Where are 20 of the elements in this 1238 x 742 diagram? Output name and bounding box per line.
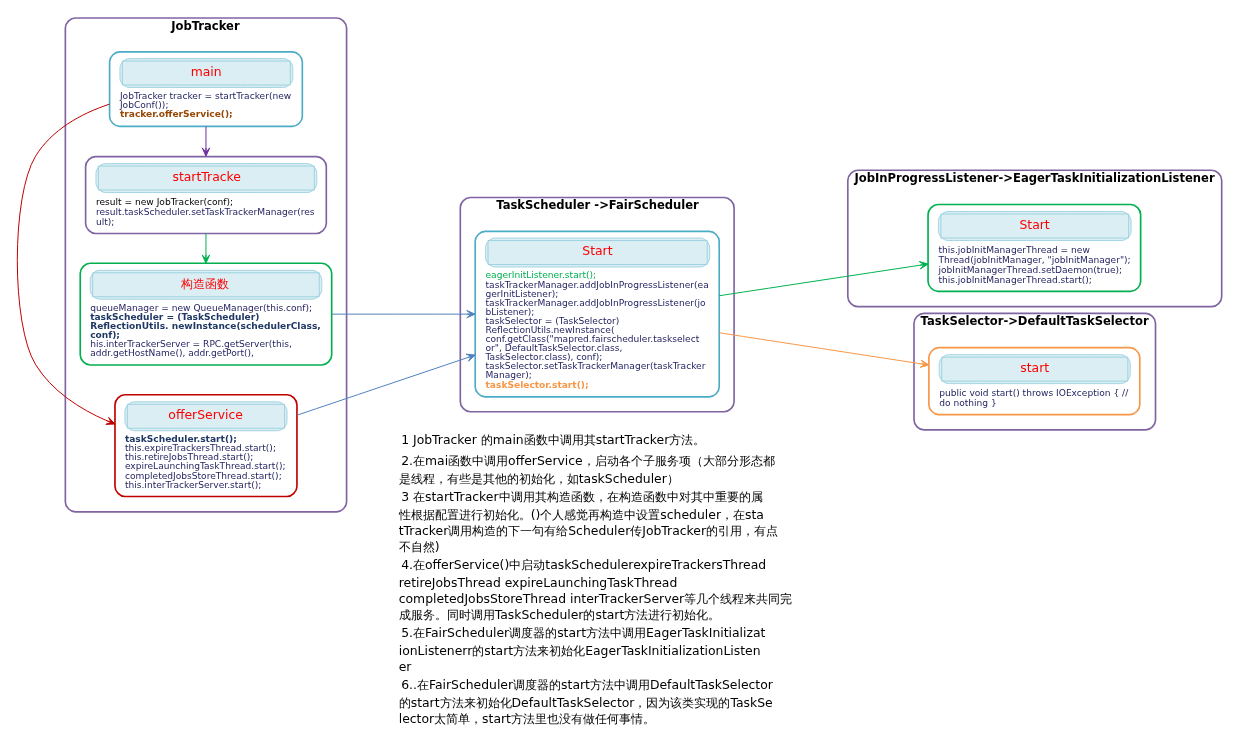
arrow (16, 103, 115, 425)
arrow (718, 261, 928, 297)
node-box: Start eagerInitListener.start(); taskTrackerManager.addJobInProgressListener(eagerInitListener); taskTrackerManager.addJobInProgressListener(jobListener); taskSelector = (TaskSelector) ReflectionUtils.newInstance( conf.getClass("mapred.fairscheduler.taskselector", DefaultTaskSelector.class, TaskSelector.class), conf); taskSelector.setTaskTrackerManager(taskTrackerManager); taskSelector.start(); (473, 230, 720, 398)
arrow (718, 332, 929, 368)
node-box: 构造函数 queueManager = new QueueManager(this.conf); taskScheduler = (TaskScheduler) ReflectionUtils. newInstance(schedulerClass, conf); his.interTrackerServer = RPC.getServer(this, addr.getHostName(), addr.getPort(), (78, 262, 332, 366)
label: 3 在startTracker中调用其构造函数，在构造函数中对其中重要的属性根据配置进行初始化。()个人感觉再构造中设置scheduler，在statTracker调用构造的下一句有给Scheduler传JobTracker的引用，有点不自然) (398, 489, 778, 554)
label: 2.在mai函数中调用offerService，启动各个子服务项（大部分形态都是线程，有些是其他的初始化，如taskScheduler） (398, 452, 775, 486)
label: 1 JobTracker 的main函数中调用其startTracker方法。 (400, 432, 705, 447)
node-box: Start this.jobInitManagerThread = new Thread(jobInitManager, "jobInitManager"); jobInitManagerThread.setDaemon(true); this.jobInitManagerThread.start(); (926, 203, 1141, 293)
arrow (201, 233, 210, 264)
node-box: main JobTracker tracker = startTracker(new JobConf()); tracker.offerService(); (108, 51, 303, 128)
arrow (296, 353, 476, 416)
label: 6..在FairScheduler调度器的start方法中调用DefaultTaskSelector的start方法来初始化DefaultTaskSelector，因为该类实现的TaskSelector太简单，start方法里也没有做任何事情。 (398, 676, 773, 726)
arrow (201, 126, 210, 157)
label: 4.在offerService()中启动taskSchedulerexpireTrackersThread retireJobsThread expireLaunchingTaskThread completedJobsStoreThread interTrackerServer等几个线程来共同完成服务。同时调用TaskScheduler的start方法进行初始化。 (398, 556, 792, 622)
arrow (330, 309, 475, 319)
node-box: startTracke result = new JobTracker(conf); result.taskScheduler.setTaskTrackerManager(result); (84, 155, 327, 235)
label: 5.在FairScheduler调度器的start方法中调用EagerTaskInitializationListenerr的start方法来初始化EagerTaskInitializationListener (398, 624, 765, 674)
node-box: start public void start() throws IOException { // do nothing } (927, 346, 1141, 416)
node-box: offerService taskScheduler.start(); this.expireTrackersThread.start(); this.retireJobsThread.start(); expireLaunchingTaskThread.start(); completedJobsStoreThread.start(); this.interTrackerServer.start(); (113, 393, 298, 498)
